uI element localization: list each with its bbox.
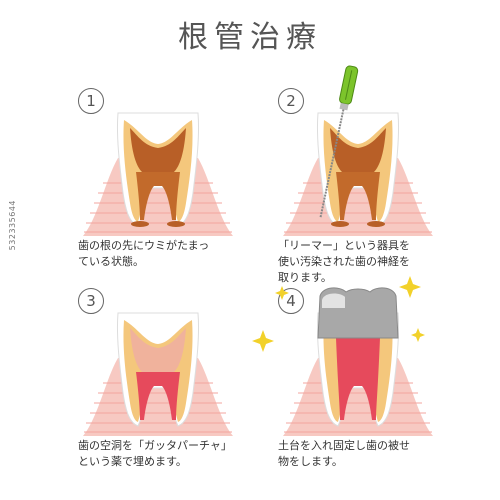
step-number: 1 xyxy=(78,88,104,114)
sparkle-icon xyxy=(252,276,425,352)
reamer-tool xyxy=(319,65,359,218)
step-caption: 歯の空洞を「ガッタパーチャ」 という薬で埋めます。 xyxy=(78,439,232,468)
tooth-infected-illustration xyxy=(83,112,233,236)
step-3: 3 歯の空洞を「ガッタパーチャ」 という薬で埋めます。 xyxy=(78,288,298,498)
page-title: 根管治療 xyxy=(178,20,322,55)
tooth-filling-illustration xyxy=(83,312,233,436)
step-caption: 土台を入れ固定し歯の被せ 物をします。 xyxy=(278,439,410,468)
step-number: 3 xyxy=(78,288,104,314)
stock-id-watermark: 532335644 xyxy=(8,200,17,251)
step-caption: 「リーマー」という器具を 使い汚染された歯の神経を 取ります。 xyxy=(278,239,410,284)
tooth-reamer-illustration xyxy=(283,65,433,236)
step-4: 4 土台を入れ固定し歯の被せ 物をします。 xyxy=(252,276,498,498)
step-number: 4 xyxy=(278,288,304,314)
step-caption: 歯の根の先にウミがたまっ ている状態。 xyxy=(78,239,210,268)
step-number: 2 xyxy=(278,88,304,114)
tooth-crown-illustration xyxy=(252,276,433,436)
step-1: 1 歯の根の先にウミがたまっ ている状態。 xyxy=(78,88,298,298)
step-2: 2 「リーマー」という器具を 使い汚染された歯の神経を 取ります。 xyxy=(278,65,498,298)
